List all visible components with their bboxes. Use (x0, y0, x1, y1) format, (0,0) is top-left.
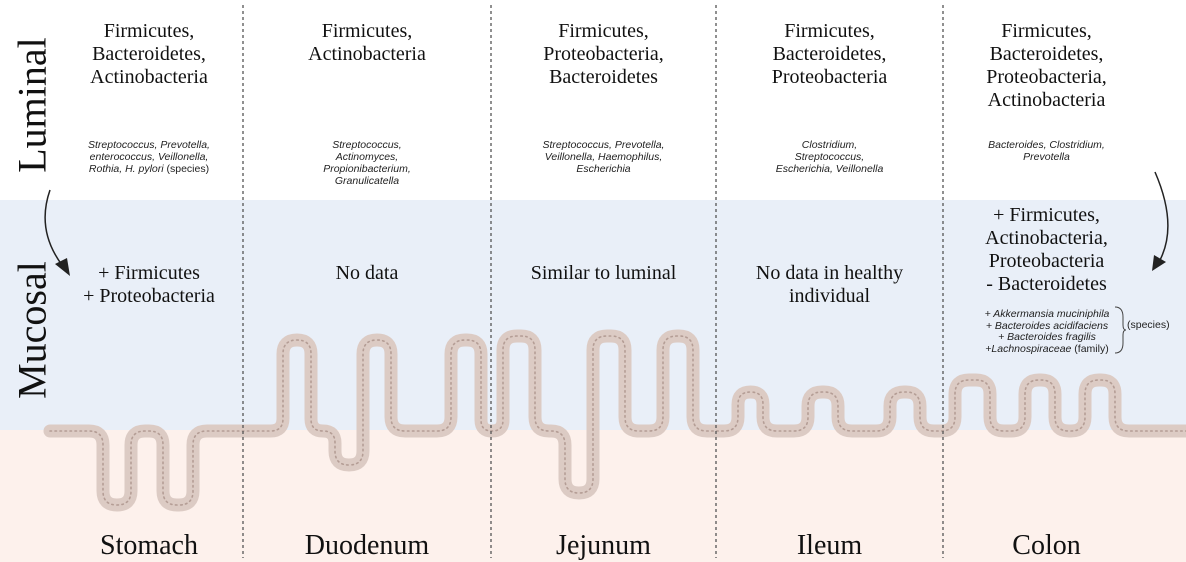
column-duodenum: Firmicutes, Actinobacteria Streptococcus… (245, 0, 489, 562)
column-stomach: Firmicutes, Bacteroidetes, Actinobacteri… (60, 0, 238, 562)
luminal-phyla: Firmicutes, Bacteroidetes, Proteobacteri… (945, 20, 1148, 112)
segment-label: Duodenum (245, 530, 489, 562)
column-jejunum: Firmicutes, Proteobacteria, Bacteroidete… (493, 0, 714, 562)
family-note: (family) (1071, 343, 1108, 355)
segment-label: Stomach (60, 530, 238, 562)
luminal-genera: Streptococcus, Prevotella, enterococcus,… (60, 139, 238, 175)
luminal-genera: Streptococcus, Prevotella, Veillonella, … (493, 139, 714, 175)
luminal-side-label: Luminal (9, 37, 56, 173)
segment-label: Jejunum (493, 530, 714, 562)
column-ileum: Firmicutes, Bacteroidetes, Proteobacteri… (718, 0, 941, 562)
mucosal-side-label: Mucosal (9, 261, 56, 399)
mucosal-text: No data in healthy individual (718, 262, 941, 308)
luminal-genera: Bacteroides, Clostridium, Prevotella (945, 139, 1148, 163)
mucosal-text: No data (245, 262, 489, 285)
species-bracket (1113, 305, 1127, 355)
mucosal-text: + Firmicutes + Proteobacteria (60, 262, 238, 308)
segment-label: Colon (945, 530, 1148, 562)
luminal-phyla: Firmicutes, Actinobacteria (245, 20, 489, 66)
luminal-genera: Clostridium, Streptococcus, Escherichia,… (718, 139, 941, 175)
species-note: (species) (1127, 319, 1170, 331)
luminal-phyla: Firmicutes, Proteobacteria, Bacteroidete… (493, 20, 714, 89)
family-name: +Lachnospiraceae (985, 343, 1071, 355)
segment-label: Ileum (718, 530, 941, 562)
luminal-phyla: Firmicutes, Bacteroidetes, Proteobacteri… (718, 20, 941, 89)
mucosal-text: + Firmicutes, Actinobacteria, Proteobact… (945, 204, 1148, 296)
column-colon: Firmicutes, Bacteroidetes, Proteobacteri… (945, 0, 1148, 562)
luminal-phyla: Firmicutes, Bacteroidetes, Actinobacteri… (60, 20, 238, 89)
luminal-genera: Streptococcus, Actinomyces, Propionibact… (245, 139, 489, 187)
genera-note: (species) (164, 163, 210, 175)
mucosal-text: Similar to luminal (493, 262, 714, 285)
